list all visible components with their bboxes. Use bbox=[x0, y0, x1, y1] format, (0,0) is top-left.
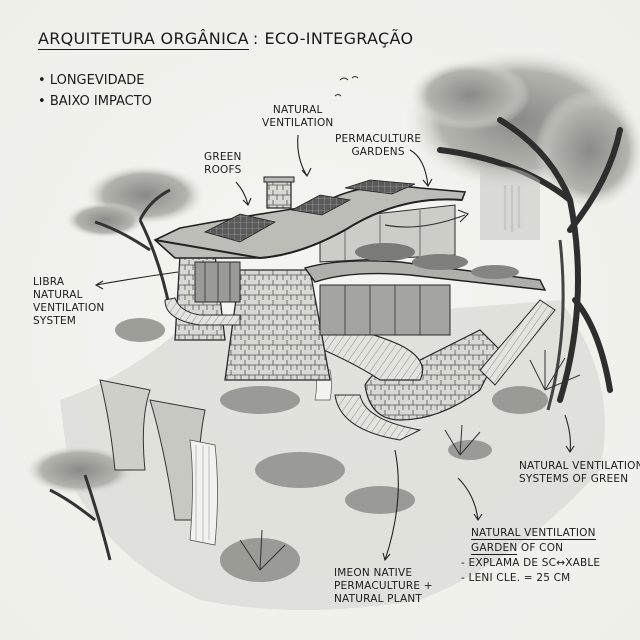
tree-bottom-left bbox=[25, 445, 135, 561]
bullet-list: LONGEVIDADE BAIXO IMPACTO bbox=[38, 70, 152, 112]
birds bbox=[334, 76, 359, 97]
label-permaculture-gardens: PERMACULTURE GARDENS bbox=[335, 133, 422, 158]
house bbox=[153, 176, 547, 381]
garden-note-item: - EXPLAMA DE SC↔XABLE bbox=[461, 557, 601, 569]
bullet-item: BAIXO IMPACTO bbox=[38, 91, 152, 112]
title-main: ARQUITETURA ORGÂNICA bbox=[38, 29, 249, 50]
acacia-tree-left bbox=[65, 165, 205, 311]
spiky-plants bbox=[239, 350, 581, 571]
vegetation bbox=[115, 318, 548, 582]
solar-panel-1 bbox=[203, 213, 277, 243]
garden-note-item: - LENi CLE. = 25 CM bbox=[461, 572, 571, 584]
garden-roof bbox=[303, 260, 547, 291]
label-natural-ventilation: NATURAL VENTILATION bbox=[262, 104, 334, 129]
label-green-roofs: GREEN ROOFS bbox=[204, 151, 242, 176]
page-title: ARQUITETURA ORGÂNICA: ECO-INTEGRAÇÃO bbox=[38, 29, 414, 50]
annotation-arrows bbox=[94, 134, 575, 562]
label-native-permaculture: IMEON NATIVE PERMACULTURE + NATURAL PLAN… bbox=[334, 567, 433, 605]
solar-panel-2 bbox=[290, 194, 352, 216]
bullet-item: LONGEVIDADE bbox=[38, 70, 152, 91]
solar-panel-3 bbox=[344, 179, 416, 195]
label-libra-ventilation-system: LIBRA NATURAL VENTILATION SYSTEM bbox=[33, 276, 105, 327]
garden-note-heading-1: NATURAL VENTILATION bbox=[471, 527, 596, 540]
garden-note-heading-2a: GARDEN bbox=[471, 542, 518, 555]
title-subtitle: ECO-INTEGRAÇÃO bbox=[264, 29, 414, 48]
chimney bbox=[266, 179, 292, 209]
garden-note: NATURAL VENTILATION GARDEN OF CON - EXPL… bbox=[461, 526, 600, 586]
title-separator: : bbox=[252, 29, 259, 48]
back-waterfall bbox=[480, 166, 540, 240]
ventilation-flow-arrow bbox=[384, 214, 466, 228]
large-tree-right bbox=[405, 50, 640, 411]
label-systems-of-green: NATURAL VENTILATION SYSTEMS OF GREEN bbox=[519, 460, 640, 485]
garden-note-heading-2b: OF CON bbox=[517, 542, 564, 554]
